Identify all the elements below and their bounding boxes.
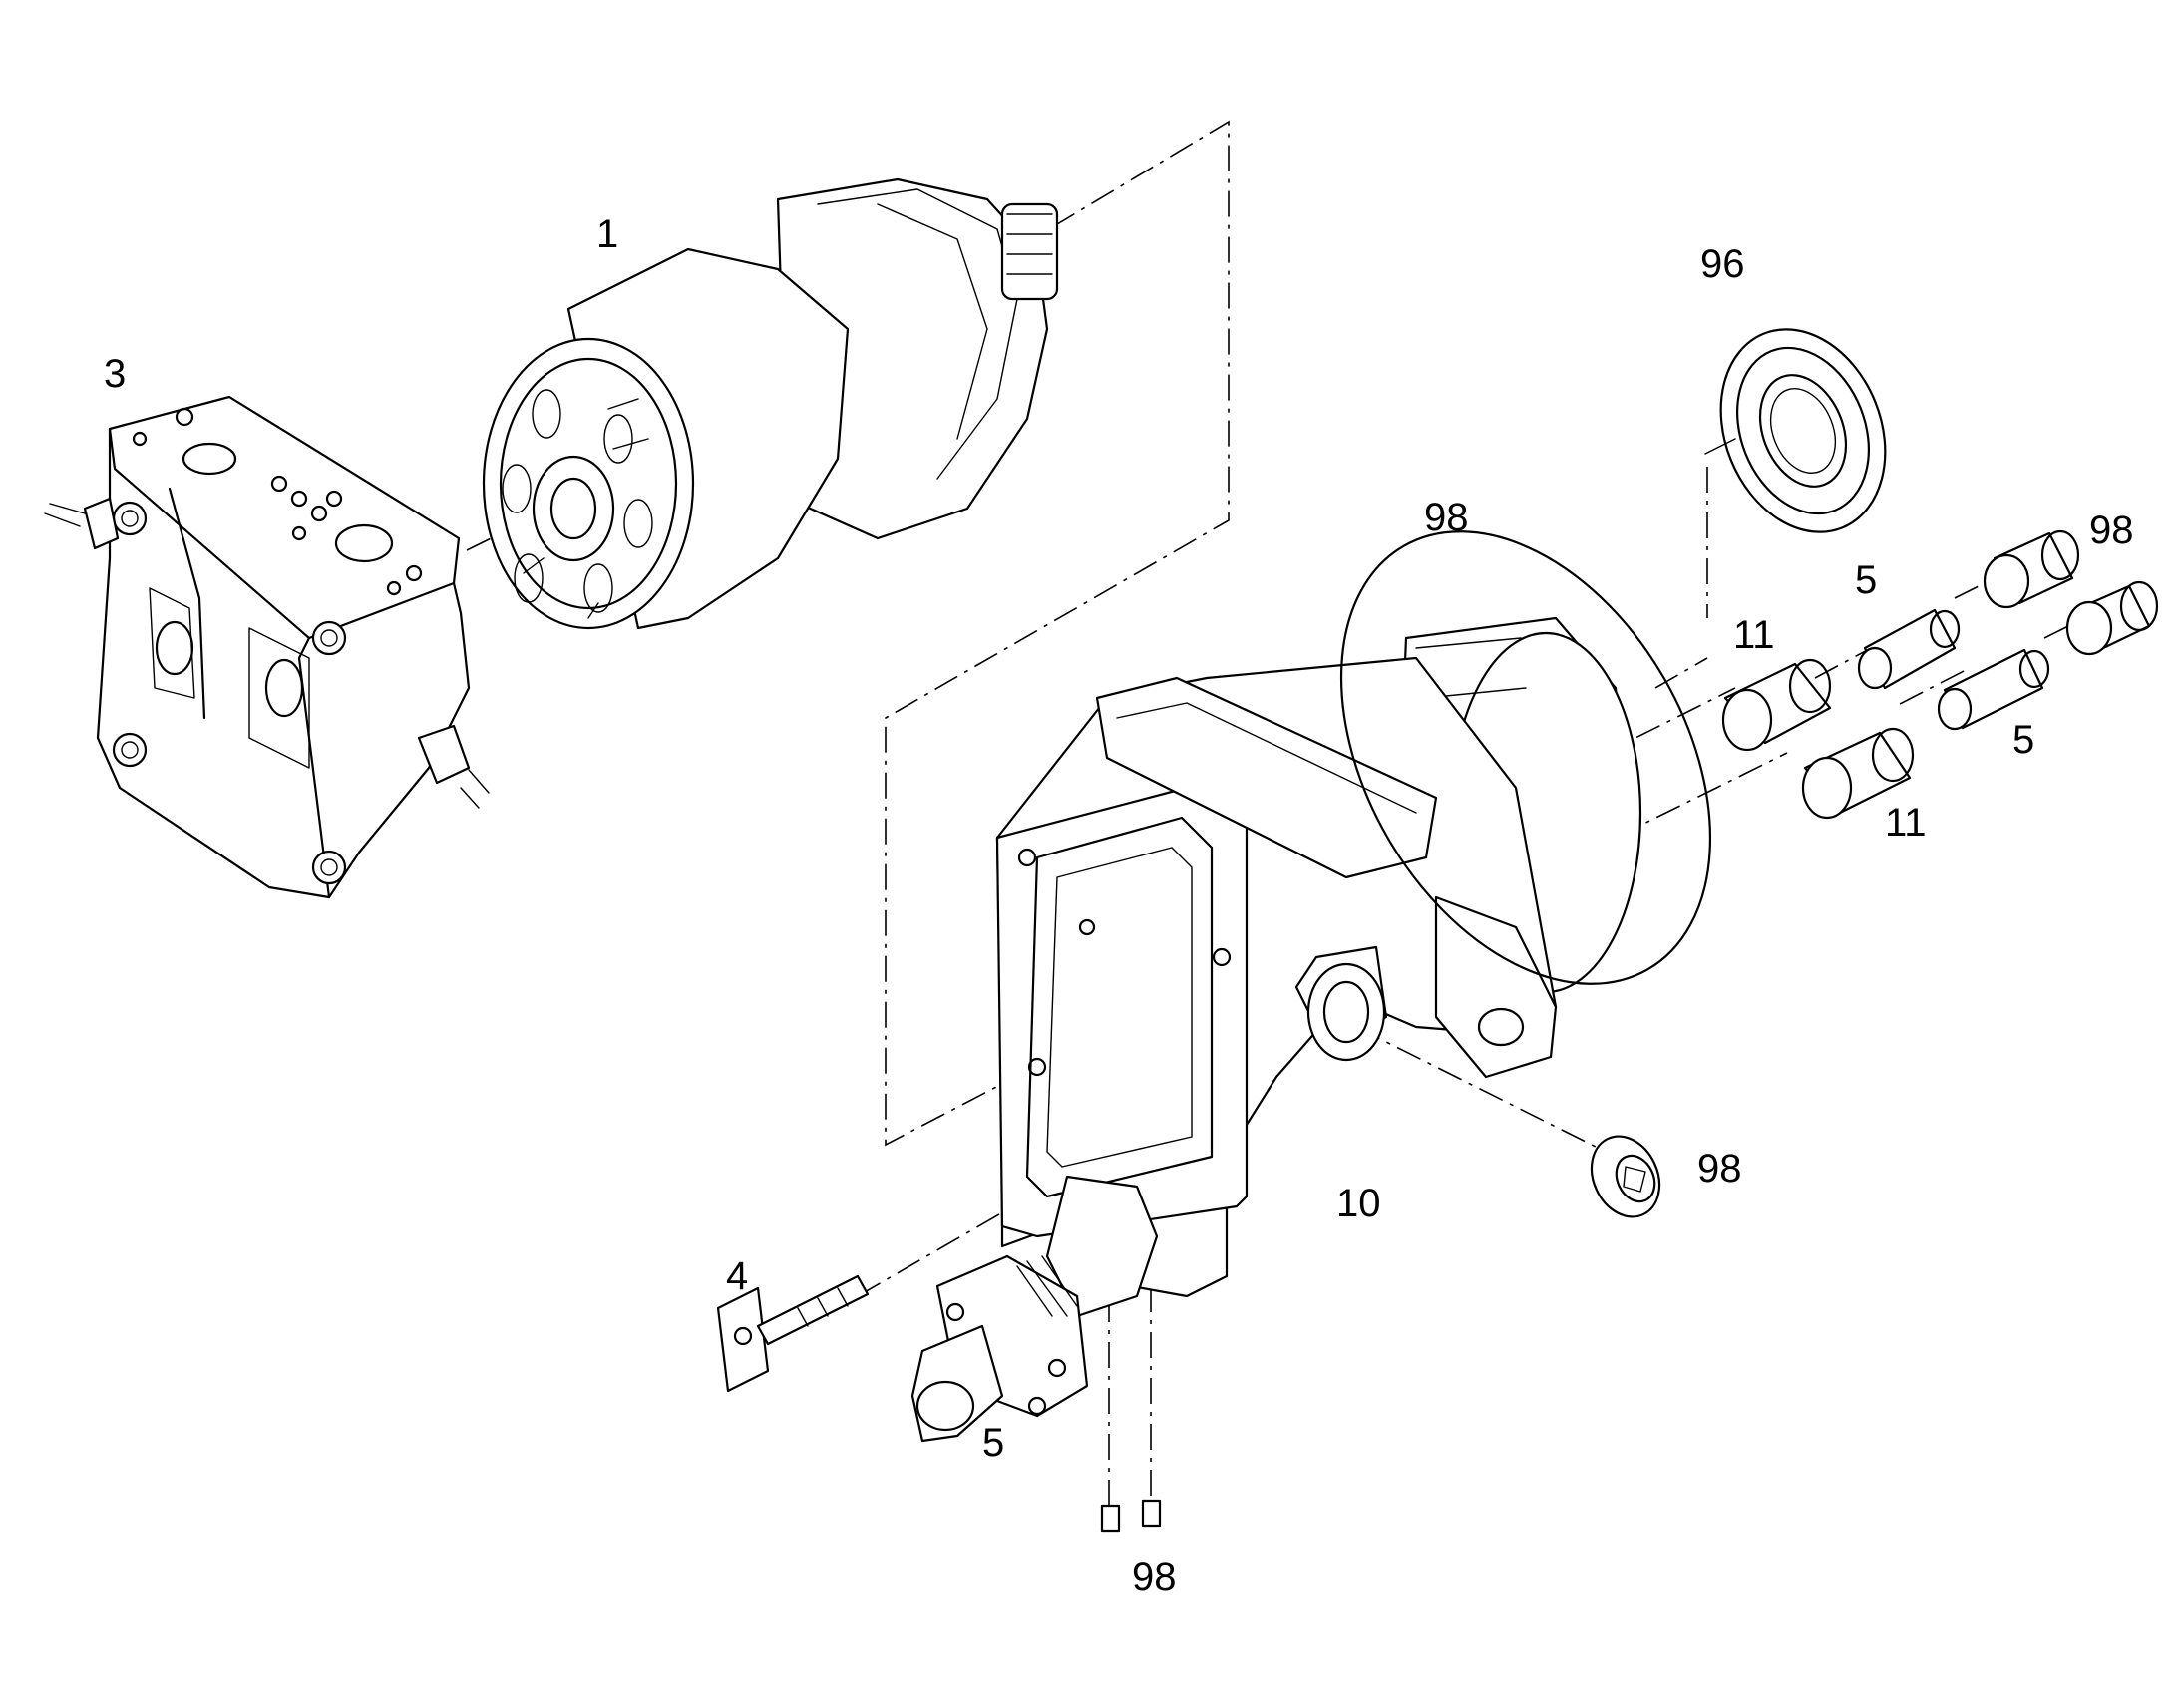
part-5-control-piston [910, 1175, 1159, 1443]
part-10-housing [995, 616, 1642, 1298]
callout-98-plug-top: 98 [2089, 509, 2134, 552]
callout-5-right: 5 [2012, 718, 2034, 762]
part-3-valve-block [44, 395, 490, 899]
part-96-shaft-seal [1719, 328, 1887, 533]
part-4-bolt [716, 1274, 870, 1393]
callout-3: 3 [104, 352, 126, 396]
callout-11-bottom: 11 [1885, 801, 1927, 845]
part-98-plugs [1100, 529, 2159, 1533]
callout-5-middle: 5 [1855, 558, 1877, 602]
callout-10: 10 [1336, 1182, 1381, 1225]
callout-labels: 1 3 4 5 5 5 10 11 11 96 98 98 98 98 [104, 212, 2134, 1599]
part-98-o-ring [1339, 530, 1712, 985]
callout-98-plug-side: 98 [1697, 1147, 1742, 1191]
part-1-rotating-group [482, 177, 1059, 630]
callout-1: 1 [596, 212, 618, 256]
callout-98-bottom: 98 [1132, 1555, 1177, 1599]
callout-5-bottom: 5 [982, 1421, 1004, 1465]
callout-11-top: 11 [1733, 613, 1775, 657]
part-11-sleeves [1721, 658, 1915, 820]
callout-98-o-ring: 98 [1424, 496, 1469, 539]
leader-lines [1704, 438, 1736, 455]
callout-4: 4 [726, 1254, 748, 1298]
part-5-pistons [1857, 608, 2050, 731]
callout-96: 96 [1700, 242, 1745, 286]
